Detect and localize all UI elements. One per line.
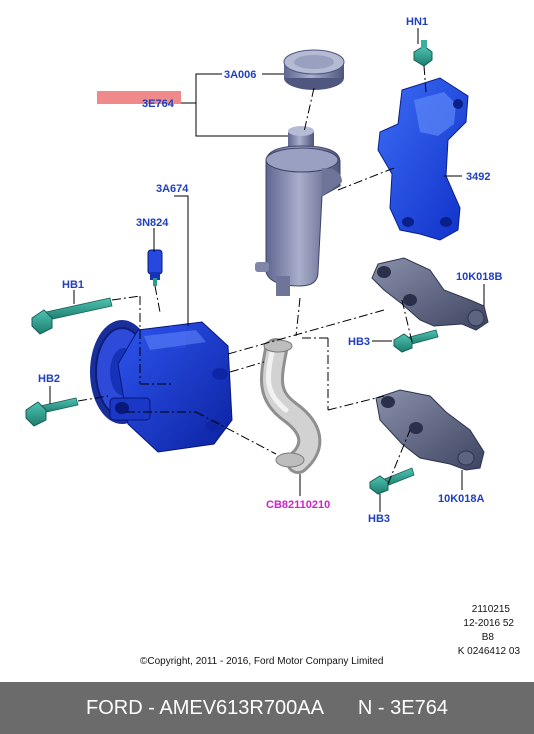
bracket-10k018a[interactable] <box>375 389 485 471</box>
power-steering-pump[interactable] <box>90 320 233 453</box>
label-10k018a: 10K018A <box>438 493 485 505</box>
bolt-hb3-lower[interactable] <box>369 467 415 495</box>
info-line-3: B8 <box>481 632 494 643</box>
footer-bar: FORD - AMEV613R700AA N - 3E764 <box>0 682 534 734</box>
bolt-hb1[interactable] <box>31 297 113 335</box>
reservoir-cap[interactable] <box>283 49 345 90</box>
footer-part-number: FORD - AMEV613R700AA <box>86 696 324 719</box>
footer-reference: N - 3E764 <box>357 696 448 719</box>
bolt-hb2[interactable] <box>25 397 79 427</box>
info-line-4: K 0246412 03 <box>457 646 520 657</box>
label-3e764: 3E764 <box>142 98 175 110</box>
label-10k018b: 10K018B <box>456 271 503 283</box>
leader-lines <box>49 28 485 512</box>
info-line-2: 12-2016 52 <box>463 618 514 629</box>
label-3n824: 3N824 <box>136 217 169 229</box>
label-3492: 3492 <box>466 171 490 183</box>
label-hb2: HB2 <box>38 373 60 385</box>
pressure-switch-3n824[interactable] <box>147 249 163 286</box>
pump-mounting-bracket[interactable] <box>377 77 469 241</box>
return-hose[interactable] <box>260 338 322 474</box>
label-hb3-lower: HB3 <box>368 513 390 525</box>
label-hb3-upper: HB3 <box>348 336 370 348</box>
label-hose: CB82110210 <box>266 499 330 511</box>
alignment-lines <box>77 65 427 485</box>
label-3a674: 3A674 <box>156 183 189 195</box>
bolt-hb3-upper[interactable] <box>393 329 439 353</box>
parts-diagram: HN1 3A006 3E764 3492 3A674 3N824 HB1 10K… <box>25 16 503 525</box>
info-line-1: 2110215 <box>471 604 510 615</box>
label-hn1: HN1 <box>406 16 428 28</box>
copyright-text: ©Copyright, 2011 - 2016, Ford Motor Comp… <box>140 656 384 667</box>
nut-hn1[interactable] <box>413 40 433 67</box>
bracket-10k018b[interactable] <box>371 257 489 331</box>
label-3a006: 3A006 <box>224 69 256 81</box>
power-steering-reservoir[interactable] <box>255 126 342 296</box>
highlight-bar <box>97 91 181 104</box>
label-hb1: HB1 <box>62 279 84 291</box>
